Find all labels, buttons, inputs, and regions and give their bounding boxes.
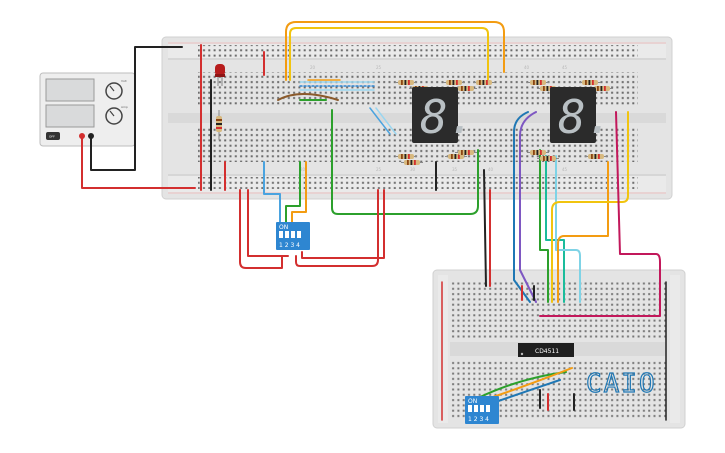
resistor[interactable] (579, 80, 601, 85)
svg-text:20: 20 (310, 65, 316, 70)
resistor[interactable] (443, 80, 465, 85)
ic-label: CD4511 (535, 348, 559, 355)
caio-logo: CAIO (585, 368, 657, 399)
wire-black-psu[interactable] (90, 46, 183, 171)
svg-text:20: 20 (300, 167, 306, 172)
wire-red-psu[interactable] (81, 135, 196, 189)
resistor[interactable] (455, 150, 477, 155)
resistors[interactable] (395, 80, 613, 165)
wire-orange-top[interactable] (285, 21, 505, 81)
svg-text:35: 35 (452, 167, 458, 172)
svg-text:CAIO: CAIO (586, 369, 657, 399)
display-left-digit: 8. (420, 90, 475, 144)
wire-yellow-top[interactable] (289, 27, 489, 81)
resistor[interactable] (473, 80, 495, 85)
resistor[interactable] (395, 80, 417, 85)
seven-segment-left[interactable]: 8. (412, 87, 475, 144)
current-display (45, 104, 95, 128)
dip-lower-on-label: ON (468, 398, 477, 405)
dip-main-numbers: 1 2 3 4 (279, 242, 300, 249)
power-supply[interactable]: Volt Amp OFF (39, 72, 136, 147)
svg-text:25: 25 (376, 167, 382, 172)
resistor-led[interactable] (216, 110, 222, 140)
wire-green-bottom[interactable] (331, 127, 479, 215)
resistor[interactable] (401, 160, 423, 165)
svg-text:40: 40 (524, 65, 530, 70)
display-right-digit: 8. (558, 90, 613, 144)
voltage-label: Volt (121, 79, 127, 83)
dip-main-on-label: ON (279, 224, 288, 231)
svg-text:30: 30 (410, 167, 416, 172)
svg-text:25: 25 (376, 65, 382, 70)
dip-switch-main[interactable]: ON 1 2 3 4 (276, 222, 310, 250)
resistor[interactable] (527, 80, 549, 85)
dip-lower-numbers: 1 2 3 4 (468, 416, 489, 423)
resistor[interactable] (445, 154, 467, 159)
current-label: Amp (121, 105, 128, 109)
svg-text:45: 45 (562, 167, 568, 172)
resistor[interactable] (585, 154, 607, 159)
svg-text:45: 45 (562, 65, 568, 70)
dip-switch-lower[interactable]: ON 1 2 3 4 (465, 396, 499, 424)
resistor[interactable] (527, 150, 549, 155)
seven-segment-right[interactable]: 8. (550, 87, 613, 144)
svg-text:40: 40 (488, 167, 494, 172)
resistor[interactable] (455, 86, 477, 91)
power-button-label: OFF (49, 135, 55, 139)
ic-cd4511[interactable]: CD4511 (518, 343, 574, 357)
red-led[interactable] (215, 64, 225, 86)
power-button[interactable] (46, 132, 60, 140)
resistor[interactable] (395, 154, 417, 159)
voltage-display (45, 78, 95, 102)
resistor[interactable] (537, 156, 559, 161)
